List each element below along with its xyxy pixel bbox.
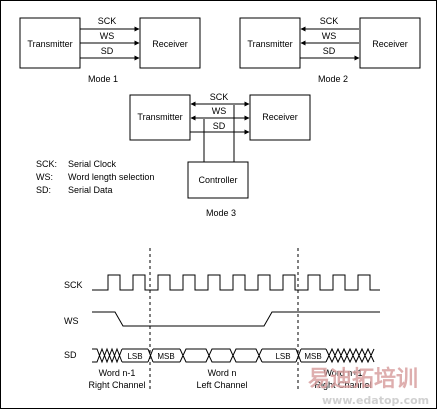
mode3-transmitter-box — [129, 94, 191, 141]
mode3-controller-box — [187, 161, 249, 199]
mode-2-block: Transmitter Receiver SCK WS SD Mode 2 — [239, 16, 421, 84]
mode1-sck-label: SCK — [98, 16, 117, 26]
sck-waveform — [92, 274, 380, 291]
mode3-receiver-label: Receiver — [262, 112, 298, 122]
watermark-url: www.edatop.com — [322, 394, 429, 407]
word-label-1-line1: Word n-1 — [99, 368, 136, 378]
mode2-sck-label: SCK — [320, 16, 339, 26]
mode1-caption: Mode 1 — [88, 74, 118, 84]
timing-row-ws: WS — [64, 316, 79, 326]
sd-lsb-2: LSB — [275, 352, 290, 361]
mode2-receiver-box — [359, 17, 421, 69]
word-label-3-line2: Right Channel — [314, 380, 371, 390]
mode3-receiver-box — [249, 94, 311, 141]
timing-diagram: SCK WS SD LSB MSB LSB MSB Word n-1 — [64, 248, 380, 392]
mode1-receiver-box — [139, 17, 201, 69]
mode2-caption: Mode 2 — [318, 74, 348, 84]
mode3-sd-label: SD — [213, 121, 226, 131]
ws-waveform — [92, 311, 380, 327]
mode-1-block: Transmitter Receiver SCK WS SD Mode 1 — [19, 16, 201, 84]
mode1-transmitter-label: Transmitter — [27, 39, 72, 49]
mode-3-block: Transmitter Receiver Controller SCK WS S… — [129, 92, 311, 218]
mode2-ws-label: WS — [322, 31, 337, 41]
legend-desc-ws: Word length selection — [68, 172, 154, 182]
watermark: 易迪拓培训 www.edatop.com — [308, 366, 429, 407]
word-label-3-line1: Word n+1 — [323, 368, 362, 378]
legend: SCK: Serial Clock WS: Word length select… — [36, 159, 154, 195]
legend-desc-sd: Serial Data — [68, 185, 113, 195]
word-label-2-line1: Word n — [208, 368, 237, 378]
legend-desc-sck: Serial Clock — [68, 159, 117, 169]
mode3-caption: Mode 3 — [206, 208, 236, 218]
sd-lsb-1: LSB — [127, 352, 142, 361]
watermark-text: 易迪拓培训 — [308, 366, 418, 392]
mode2-sd-label: SD — [323, 46, 336, 56]
mode2-receiver-label: Receiver — [372, 39, 408, 49]
legend-abbr-ws: WS: — [36, 172, 53, 182]
mode2-transmitter-label: Transmitter — [247, 39, 292, 49]
legend-abbr-sck: SCK: — [36, 159, 57, 169]
mode3-controller-label: Controller — [198, 175, 237, 185]
sd-msb-2: MSB — [304, 352, 321, 361]
timing-row-sck: SCK — [64, 280, 83, 290]
mode3-transmitter-label: Transmitter — [137, 112, 182, 122]
word-label-1-line2: Right Channel — [88, 380, 145, 390]
mode3-sck-label: SCK — [210, 92, 229, 102]
word-label-2-line2: Left Channel — [196, 380, 247, 390]
mode3-ws-label: WS — [212, 106, 227, 116]
legend-abbr-sd: SD: — [36, 185, 51, 195]
timing-row-sd: SD — [64, 350, 77, 360]
sd-waveform: LSB MSB LSB MSB — [92, 347, 375, 364]
mode2-transmitter-box — [239, 17, 301, 69]
mode1-ws-label: WS — [100, 31, 115, 41]
mode1-receiver-label: Receiver — [152, 39, 188, 49]
mode1-sd-label: SD — [101, 46, 114, 56]
sd-msb-1: MSB — [157, 352, 174, 361]
